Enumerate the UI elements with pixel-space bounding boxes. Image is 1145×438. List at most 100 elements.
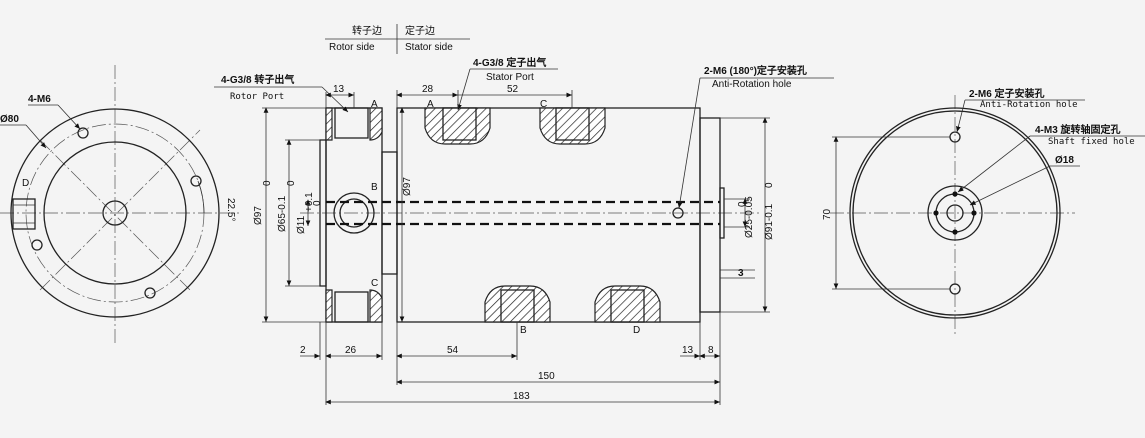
- dim-13-top: 13: [333, 84, 345, 95]
- dim-183: 183: [513, 391, 530, 402]
- dia80-label: Ø80: [0, 114, 19, 125]
- stator-side-cn: 定子边: [405, 24, 435, 37]
- dim-97-outer-tol: 0: [262, 180, 273, 186]
- rotor-boss: [319, 139, 327, 287]
- dim-3: 3: [738, 268, 744, 279]
- left-outer-circle: [10, 108, 220, 318]
- dim-70: 70: [822, 208, 833, 220]
- port-d-side-hole: [12, 198, 36, 230]
- stator-port-d: [610, 289, 645, 323]
- left-diag-centerline-2: [39, 129, 201, 291]
- right-m6-cn: 2-M6 定子安装孔: [969, 87, 1045, 100]
- port-a2-label: A: [427, 99, 434, 110]
- m6-hole-4: [31, 239, 43, 251]
- m3-cn: 4-M3 旋转轴固定孔: [1035, 123, 1121, 136]
- rotor-hatch-a-l: [325, 107, 333, 141]
- right-m6-en: Anti-Rotation hole: [980, 100, 1078, 110]
- side-header: 转子边 Rotor side 定子边 Stator side: [325, 24, 470, 54]
- right-hub-outer: [927, 185, 983, 241]
- port-d-label: D: [22, 178, 29, 189]
- dim-97-inner: Ø97: [402, 177, 413, 196]
- port-a1-label: A: [371, 99, 378, 110]
- dim-25-tol: 0: [737, 201, 748, 207]
- m6-hole-1: [77, 127, 89, 139]
- m3-leader: [957, 135, 1031, 193]
- rotor-hatch-c-r: [369, 289, 383, 323]
- stator-side-en: Stator side: [405, 42, 453, 53]
- rotor-port-leader: [321, 86, 349, 113]
- m3-hole-1: [952, 191, 958, 197]
- dim-65-tol: 0: [286, 180, 297, 186]
- port-d-bottom-label: D: [633, 325, 640, 336]
- right-outer-circle-2: [852, 110, 1058, 316]
- rotor-port-b-inner: [339, 198, 369, 228]
- section-view: A A C B C B D 4-G3/8 转子出气 Rotor Port 4-G…: [214, 56, 834, 405]
- dia80-leader: [25, 124, 47, 149]
- m6-hole-3: [144, 287, 156, 299]
- rotor-port-a: [334, 107, 369, 139]
- stator-end-flange: [699, 117, 721, 313]
- dim-91-tol: 0: [764, 182, 775, 188]
- stator-port-en: Stator Port: [486, 72, 534, 83]
- port-b-bottom-label: B: [520, 325, 527, 336]
- stator-hatch-b: [484, 285, 551, 323]
- stator-hatch-a: [424, 107, 491, 145]
- dim-26: 26: [345, 345, 357, 356]
- dia18-label: Ø18: [1055, 155, 1074, 166]
- m3-hole-2: [971, 210, 977, 216]
- dim-91: Ø91-0.1: [764, 203, 775, 240]
- dim-11-tol-top: +0.1: [304, 192, 315, 212]
- rotor-port-c: [334, 291, 369, 323]
- rotor-side-cn: 转子边: [352, 24, 382, 37]
- dim-150: 150: [538, 371, 555, 382]
- dim-11-tol-bot: 0: [312, 200, 323, 206]
- port-b-left-label: B: [371, 182, 378, 193]
- left-bore-circle: [102, 200, 128, 226]
- stator-hatch-d: [594, 285, 661, 323]
- dim-2: 2: [300, 345, 306, 356]
- dim-97-outer: Ø97: [253, 206, 264, 225]
- dim-28: 28: [422, 84, 434, 95]
- rotor-side-en: Rotor side: [329, 42, 375, 53]
- dia18-leader: [969, 165, 1051, 206]
- right-m6-leader: [956, 99, 966, 133]
- m3-hole-3: [952, 229, 958, 235]
- dim-54: 54: [447, 345, 459, 356]
- anti-rot-cn: 2-M6 (180°)定子安装孔: [704, 64, 807, 77]
- anti-rot-leader: [677, 77, 701, 209]
- stator-port-b: [500, 289, 535, 323]
- m6-leader: [57, 104, 81, 130]
- angle-label: 22.5°: [225, 198, 236, 221]
- dim-65: Ø65-0.1: [277, 195, 288, 232]
- right-end-view: 70 2-M6 定子安装孔 Anti-Rotation hole 4-M3 旋转…: [822, 87, 1145, 335]
- right-outer-circle: [849, 107, 1061, 319]
- anti-rot-en: Anti-Rotation hole: [712, 79, 792, 90]
- anti-rotation-hole: [672, 207, 684, 219]
- dim-8: 8: [708, 345, 714, 356]
- dim-25: Ø25-0.05: [744, 196, 755, 238]
- m6-hole-2: [190, 175, 202, 187]
- right-hub-bore: [946, 204, 964, 222]
- rotor-port-en: Rotor Port: [230, 92, 284, 102]
- rotor-hatch-c-l: [325, 289, 333, 323]
- dim-13-bottom: 13: [682, 345, 694, 356]
- left-inner-circle: [43, 141, 187, 285]
- port-c-top-label: C: [540, 99, 547, 110]
- stator-port-leader: [457, 68, 471, 111]
- stator-hatch-c: [539, 107, 606, 145]
- left-end-view: D 4-M6 Ø80 22.5°: [0, 65, 240, 345]
- dim-11: Ø11: [296, 215, 307, 234]
- m3-hole-4: [933, 210, 939, 216]
- rotor-port-b-outer: [333, 192, 375, 234]
- rotor-port-cn: 4-G3/8 转子出气: [221, 73, 294, 86]
- dim-52: 52: [507, 84, 519, 95]
- stator-end-spigot: [719, 187, 725, 239]
- rotor-hatch-a-r: [369, 107, 383, 141]
- m3-en: Shaft fixed hole: [1048, 137, 1135, 147]
- m6-label: 4-M6: [28, 94, 51, 105]
- stator-port-cn: 4-G3/8 定子出气: [473, 56, 546, 69]
- angle-arc: [197, 180, 205, 214]
- port-c-left-label: C: [371, 278, 378, 289]
